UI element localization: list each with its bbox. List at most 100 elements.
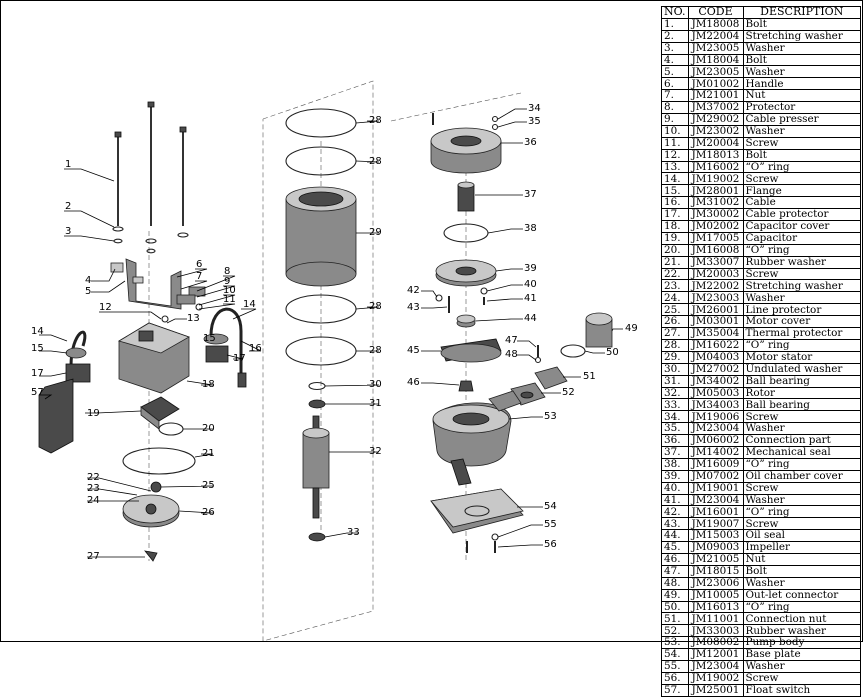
callout-51: 51 xyxy=(583,371,596,382)
cell-description: Washer xyxy=(742,493,861,507)
callout-47: 47 xyxy=(505,335,518,346)
callout-43: 43 xyxy=(407,302,420,313)
cell-code: JM05003 xyxy=(687,386,744,400)
callout-30: 30 xyxy=(369,379,382,390)
cell-code: JM16002 xyxy=(687,160,744,174)
cell-code: JM17005 xyxy=(687,231,744,245)
cell-no: 7. xyxy=(661,89,689,103)
table-row: 20.JM16008“O” ring xyxy=(661,243,861,257)
cell-no: 15. xyxy=(661,184,689,198)
cell-description: Pump body xyxy=(742,636,861,650)
cell-no: 11. xyxy=(661,136,689,150)
table-header-row: NO. CODE DESCRIPTION xyxy=(661,6,861,19)
cell-description: Washer xyxy=(742,41,861,55)
cell-description: “O” ring xyxy=(742,338,861,352)
cell-no: 24. xyxy=(661,291,689,305)
callout-28-d: 28 xyxy=(369,345,382,356)
impeller-45 xyxy=(440,338,502,363)
cell-no: 8. xyxy=(661,101,689,115)
capacitor-cover-18 xyxy=(118,322,190,394)
cell-no: 51. xyxy=(661,612,689,626)
header-code: CODE xyxy=(687,6,744,19)
cell-code: JM22002 xyxy=(687,279,744,293)
cell-no: 29. xyxy=(661,350,689,364)
cell-description: Motor stator xyxy=(742,350,861,364)
cell-no: 23. xyxy=(661,279,689,293)
cell-code: JM18013 xyxy=(687,148,744,162)
callout-16: 16 xyxy=(249,343,262,354)
callout-20: 20 xyxy=(202,423,215,434)
cell-no: 16. xyxy=(661,196,689,210)
cell-no: 36. xyxy=(661,434,689,447)
cell-description: Screw xyxy=(742,136,861,150)
cell-description: Motor cover xyxy=(742,315,861,329)
callout-17-right: 17 xyxy=(233,353,246,364)
cell-code: JM19006 xyxy=(687,410,744,424)
cell-no: 31. xyxy=(661,374,689,388)
cell-description: Bolt xyxy=(742,148,861,162)
cell-description: Oil seal xyxy=(742,529,861,543)
mechanical-seal-37 xyxy=(457,181,475,212)
cell-code: JM16022 xyxy=(687,338,744,352)
callout-57: 57 xyxy=(31,387,44,398)
callout-13: 13 xyxy=(187,313,200,324)
cell-code: JM34003 xyxy=(687,398,744,412)
callout-29: 29 xyxy=(369,227,382,238)
cell-code: JM02002 xyxy=(687,220,744,233)
cell-description: Out-let connector xyxy=(742,588,861,602)
callout-56: 56 xyxy=(544,539,557,550)
cell-no: 57. xyxy=(661,683,689,697)
screws-40-43 xyxy=(435,287,488,313)
callout-42: 42 xyxy=(407,285,420,296)
cell-code: JM08002 xyxy=(687,636,744,650)
cell-description: Oil chamber cover xyxy=(742,469,861,483)
callout-45: 45 xyxy=(407,345,420,356)
cell-code: JM09003 xyxy=(687,541,744,554)
callout-28-a: 28 xyxy=(369,115,382,126)
cell-description: Screw xyxy=(742,671,861,685)
cell-description: Protector xyxy=(742,101,861,115)
cell-no: 18. xyxy=(661,220,689,233)
cell-code: JM21001 xyxy=(687,89,744,103)
table-row: 42.JM16001“O” ring xyxy=(661,505,861,519)
cell-description: Washer xyxy=(742,65,861,79)
callout-34: 34 xyxy=(528,103,541,114)
callout-46: 46 xyxy=(407,377,420,388)
washers-2-3 xyxy=(112,226,189,254)
callout-7: 7 xyxy=(196,271,202,282)
connection-part-36 xyxy=(430,127,502,174)
cell-code: JM04003 xyxy=(687,350,744,364)
cell-description: Cable presser xyxy=(742,113,861,126)
callout-36: 36 xyxy=(524,137,537,148)
cell-description: Rotor xyxy=(742,386,861,400)
cell-no: 46. xyxy=(661,552,689,566)
cell-description: Capacitor xyxy=(742,231,861,245)
cell-no: 40. xyxy=(661,481,689,495)
protector-cable-presser xyxy=(161,286,206,323)
cell-code: JM21005 xyxy=(687,552,744,566)
callout-14-left: 14 xyxy=(31,326,44,337)
screw-34-washer-35 xyxy=(432,113,499,131)
cell-code: JM31002 xyxy=(687,196,744,210)
cell-code: JM23004 xyxy=(687,422,744,436)
cell-no: 1. xyxy=(661,17,689,31)
